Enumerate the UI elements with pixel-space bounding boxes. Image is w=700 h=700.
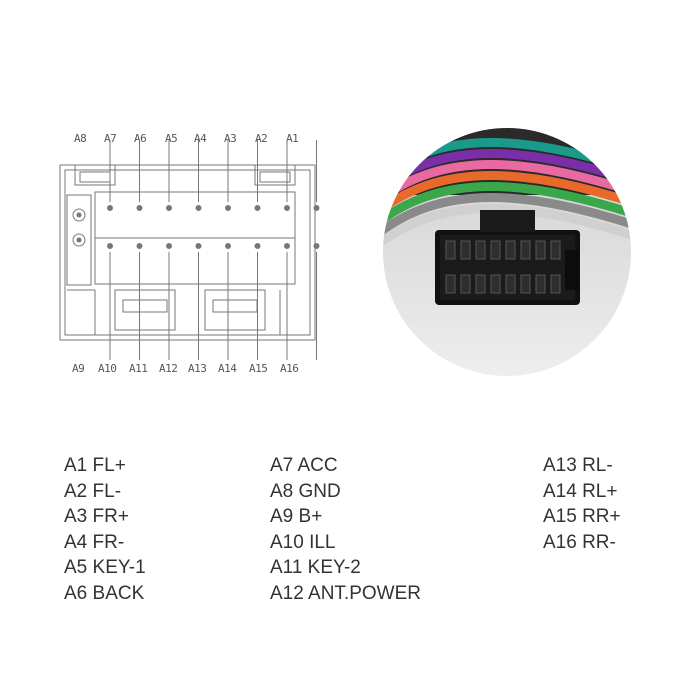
plug-pin xyxy=(535,274,546,294)
pin-label-top: A3 xyxy=(224,132,237,145)
pinout-item: A12 ANT.POWER xyxy=(270,582,421,604)
connector-photo xyxy=(381,126,633,378)
pinout-item: A16 RR- xyxy=(543,531,616,553)
wire xyxy=(382,171,632,223)
pin-label-bottom: A13 xyxy=(188,362,207,375)
pin-dot-top xyxy=(107,205,113,211)
pin-dot-top xyxy=(166,205,172,211)
pinout-item: A3 FR+ xyxy=(64,506,129,527)
pin-dot-top xyxy=(313,205,320,211)
pin-label-top: A1 xyxy=(286,132,299,145)
connector-pin-diagram xyxy=(59,140,320,360)
pin-dot-top xyxy=(284,205,290,211)
plug-pin xyxy=(445,274,456,294)
pinout-item: A1 FL+ xyxy=(64,455,126,476)
plug-pin xyxy=(550,240,561,260)
pin-dot-bottom xyxy=(166,243,172,249)
pin-label-top: A2 xyxy=(255,132,268,145)
pin-dot-bottom xyxy=(254,243,261,249)
pin-label-top: A8 xyxy=(74,132,87,145)
pinout-item: A15 RR+ xyxy=(543,506,621,527)
pinout-item: A10 ILL xyxy=(270,531,336,553)
pin-dot-top xyxy=(195,205,202,211)
pin-label-bottom: A15 xyxy=(249,362,268,375)
pin-dot-bottom xyxy=(225,243,231,249)
pin-dot-top xyxy=(254,205,261,211)
pinout-column-2: A7 ACC A8 GND A9 B+ A10 ILL A11 KEY-2 A1… xyxy=(270,453,421,606)
pinout-column-1: A1 FL+ A2 FL- A3 FR+ A4 FR- A5 KEY-1 A6 … xyxy=(64,453,146,606)
connector-outline xyxy=(59,164,316,341)
plug-pin xyxy=(505,240,516,260)
pinout-item: A13 RL- xyxy=(543,455,613,476)
pin-label-bottom: A10 xyxy=(98,362,117,375)
pinout-item: A5 KEY-1 xyxy=(64,557,146,578)
plug-pin xyxy=(520,274,531,294)
pin-dot-top xyxy=(225,205,231,211)
plug-pin xyxy=(475,274,486,294)
plug-pin xyxy=(475,240,486,260)
pin-dot-bottom xyxy=(195,243,202,249)
pinout-item: A7 ACC xyxy=(270,455,338,476)
plug-pin xyxy=(445,240,456,260)
pin-label-bottom: A12 xyxy=(159,362,178,375)
pin-dot-bottom xyxy=(284,243,290,249)
pin-label-bottom: A14 xyxy=(218,362,237,375)
mounting-post-icon xyxy=(72,208,86,247)
wire xyxy=(382,193,632,245)
pinout-item: A4 FR- xyxy=(64,531,125,553)
plug-pin xyxy=(490,240,501,260)
plug-pin xyxy=(535,240,546,260)
pinout-item: A9 B+ xyxy=(270,506,323,527)
pinout-item: A8 GND xyxy=(270,480,341,502)
pinout-item: A11 KEY-2 xyxy=(270,557,361,578)
pin-label-top: A4 xyxy=(194,132,207,145)
plug-pin xyxy=(520,240,531,260)
pin-label-bottom: A16 xyxy=(280,362,299,375)
plug-pin xyxy=(550,274,561,294)
pinout-item: A14 RL+ xyxy=(543,480,618,502)
wire xyxy=(382,204,632,256)
pin-label-top: A7 xyxy=(104,132,117,145)
pin-label-bottom: A11 xyxy=(129,362,148,375)
plug-pin xyxy=(460,274,471,294)
pin-dot-bottom xyxy=(107,243,113,249)
pin-dot-bottom xyxy=(313,243,320,249)
plug-pin xyxy=(460,240,471,260)
pin-dot-bottom xyxy=(136,243,143,249)
pinout-item: A2 FL- xyxy=(64,480,122,502)
pin-dot-top xyxy=(136,205,143,211)
pin-label-top: A5 xyxy=(165,132,178,145)
pin-label-top: A6 xyxy=(134,132,147,145)
pinout-item: A6 BACK xyxy=(64,582,145,604)
pin-label-bottom: A9 xyxy=(72,362,85,375)
pinout-column-3: A13 RL- A14 RL+ A15 RR+ A16 RR- xyxy=(543,453,621,555)
plug-pin xyxy=(505,274,516,294)
plug-pin xyxy=(490,274,501,294)
wire xyxy=(382,182,632,234)
